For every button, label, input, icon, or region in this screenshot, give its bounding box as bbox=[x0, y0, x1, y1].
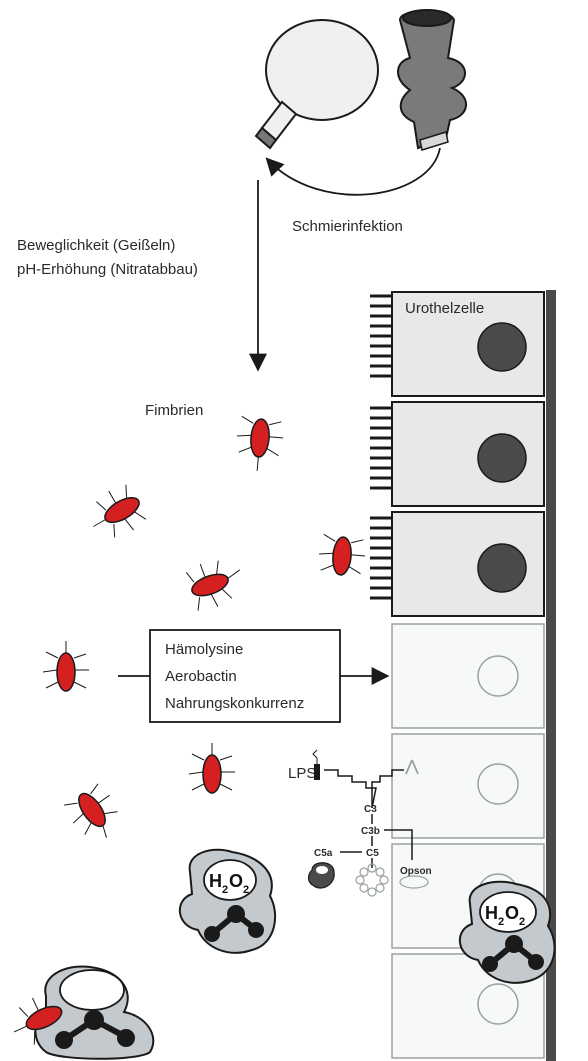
svg-text:H: H bbox=[209, 871, 222, 891]
cell-nucleus bbox=[478, 544, 526, 592]
fimbriae-label: Fimbrien bbox=[145, 402, 203, 419]
smear-infection-label: Schmierinfektion bbox=[292, 218, 403, 235]
bladder-object bbox=[398, 10, 466, 150]
opsonin-label: Opson bbox=[400, 866, 432, 877]
svg-text:2: 2 bbox=[222, 884, 228, 896]
svg-text:O: O bbox=[229, 871, 243, 891]
bacterium bbox=[317, 534, 366, 577]
urothelial-cell-label: Urothelzelle bbox=[405, 300, 484, 317]
svg-text:2: 2 bbox=[498, 916, 504, 928]
svg-text:2: 2 bbox=[243, 884, 249, 896]
svg-text:2: 2 bbox=[519, 916, 525, 928]
phagocyte-engulfing bbox=[4, 966, 153, 1058]
lps-label: LPS bbox=[288, 765, 316, 782]
bacterium bbox=[43, 641, 89, 691]
bacterium bbox=[189, 743, 235, 793]
toilet-object bbox=[256, 20, 378, 148]
factor-hemolysins: Hämolysine bbox=[165, 641, 243, 658]
c3b-label: C3b bbox=[361, 826, 380, 837]
c5-label: C5 bbox=[366, 848, 379, 859]
damaged-cell bbox=[392, 734, 544, 838]
svg-text:O: O bbox=[505, 903, 519, 923]
ph-increase-label: pH-Erhöhung (Nitratabbau) bbox=[17, 261, 198, 278]
microvilli bbox=[370, 296, 392, 598]
c3-label: C3 bbox=[364, 804, 377, 815]
cell-nucleus bbox=[478, 434, 526, 482]
damaged-cell bbox=[392, 624, 544, 728]
bacterium bbox=[183, 552, 249, 613]
factor-aerobactin: Aerobactin bbox=[165, 668, 237, 685]
c5a-label: C5a bbox=[314, 848, 333, 859]
bacterium bbox=[62, 780, 129, 848]
bacterium bbox=[234, 416, 284, 473]
transmission-arrow bbox=[268, 148, 440, 195]
cell-nucleus bbox=[478, 323, 526, 371]
motility-label: Beweglichkeit (Geißeln) bbox=[17, 237, 175, 254]
bacterium bbox=[82, 481, 150, 547]
svg-text:H: H bbox=[485, 903, 498, 923]
factor-food-competition: Nahrungskonkurrenz bbox=[165, 695, 304, 712]
membrane-attack-complex bbox=[356, 864, 388, 896]
phagocyte: H 2 O 2 bbox=[180, 850, 275, 953]
